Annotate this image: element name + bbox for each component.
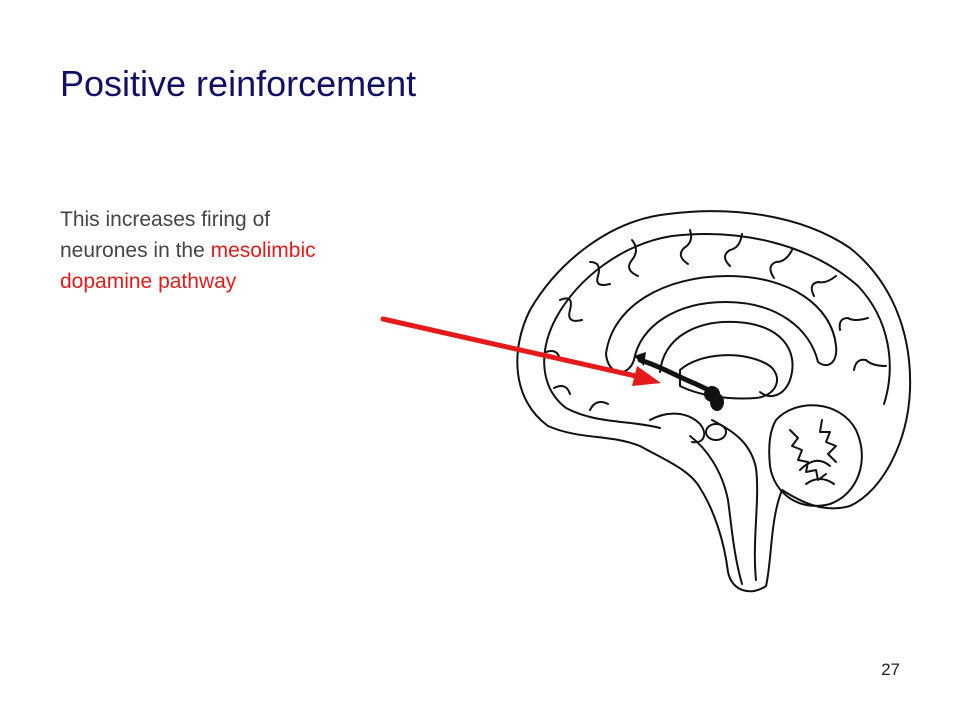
body-line-2: neurones in the mesolimbic [60,235,460,266]
cortex-inner-contour [543,235,673,429]
brainstem [711,419,759,581]
brain-sagittal-illustration [380,210,912,593]
body-line-1: This increases firing of [60,208,271,231]
highlight-dopamine-pathway: dopamine pathway [60,270,237,293]
thalamus [679,354,778,400]
slide-title: Positive reinforcement [60,63,417,104]
gyri-folds [559,229,887,371]
corpus-callosum [605,275,838,373]
red-arrow-icon [380,316,661,386]
body-text: This increases firing of neurones in the… [60,204,460,297]
cortex-outline [516,210,912,593]
fornix [659,320,794,397]
dopamine-pathway-marker [634,352,724,411]
body-line-2-prefix: neurones in the [60,239,211,262]
cerebellum [768,404,863,507]
page-number: 27 [881,660,900,679]
highlight-mesolimbic: mesolimbic [210,239,316,262]
